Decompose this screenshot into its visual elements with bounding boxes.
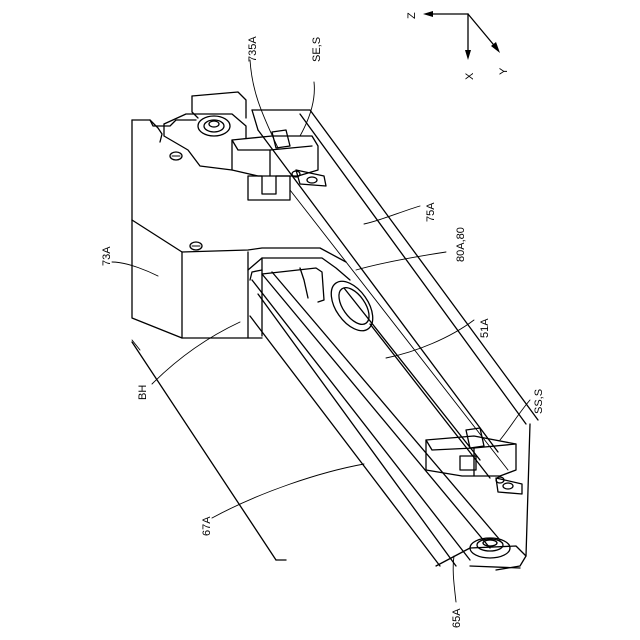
sensor-se-mount [248, 176, 290, 200]
housing-left-face [132, 220, 182, 338]
leader-735A [250, 60, 278, 148]
guide-rail-67A [132, 270, 500, 566]
roller-end-inner [333, 282, 375, 329]
rail-end-cap [250, 270, 262, 280]
housing-73A [132, 220, 346, 350]
opening-inner-rib [300, 268, 308, 298]
leader-51A [386, 320, 474, 358]
sensor-se-screw [307, 177, 317, 183]
x-axis-label: X [464, 72, 476, 80]
rail-edge-3 [258, 294, 456, 566]
frame-end-edge [252, 110, 258, 130]
sensor-ss-flange [496, 478, 522, 494]
bracket-boss-outer [198, 116, 230, 136]
label-73A: 73A [101, 246, 113, 266]
label-BH: BH [137, 385, 149, 400]
leader-65A [453, 556, 456, 602]
rail-edge-4 [250, 316, 440, 566]
label-67A: 67A [201, 516, 213, 536]
sensor-se [232, 130, 326, 200]
x-axis-arrowhead [465, 50, 471, 60]
label-80A: 80A,80 [455, 227, 467, 262]
z-axis-label: Z [406, 12, 418, 19]
sensor-se-tab [272, 130, 290, 148]
leader-SES [300, 82, 314, 136]
bracket-boss-hole [209, 121, 219, 127]
housing-top [132, 110, 538, 470]
frame-outer-rail-b [300, 114, 526, 424]
opening-roller [262, 258, 490, 478]
frame-inner-rail [258, 130, 498, 452]
label-SES: SE,S [311, 37, 323, 62]
label-735A: 735A [247, 36, 259, 62]
sensor-ss-screw [503, 483, 513, 489]
upper-bracket [164, 92, 246, 170]
label-51A: 51A [479, 318, 491, 338]
bracket-boss-inner [204, 120, 224, 132]
rail-edge-5 [272, 272, 500, 540]
label-75A: 75A [425, 202, 437, 222]
bracket-plate-lower [164, 124, 232, 170]
leader-SSS [500, 400, 530, 440]
housing-top-front-edge [132, 220, 182, 252]
end-plate-side [526, 424, 530, 556]
label-SSS: SS,S [533, 389, 545, 414]
housing-top-ridge [182, 248, 346, 262]
y-axis-label: Y [498, 67, 510, 75]
label-65A: 65A [451, 608, 463, 628]
leader-80A [356, 252, 446, 270]
rail-edge-1 [252, 280, 470, 560]
leader-73A [112, 262, 158, 276]
coordinate-triad: Z X Y [406, 11, 510, 80]
z-axis-arrowhead [423, 11, 433, 17]
bracket-tab-side [192, 96, 198, 118]
leader-67A [212, 464, 364, 518]
rail-edge-2 [262, 274, 490, 548]
sensor-ss [426, 428, 522, 494]
bushing-inner [477, 539, 503, 551]
